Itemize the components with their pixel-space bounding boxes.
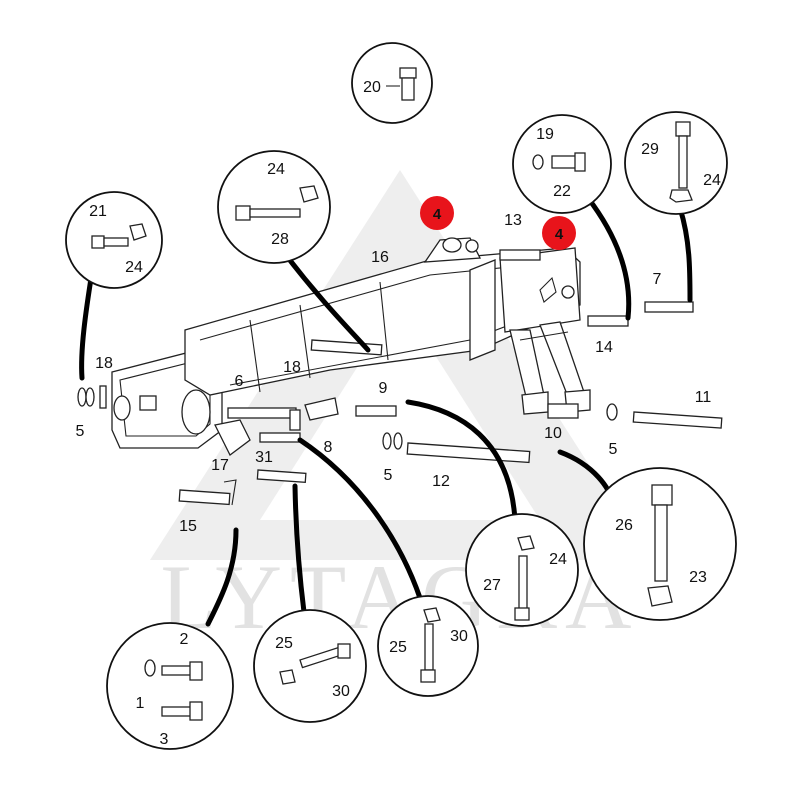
label-17: 17: [211, 457, 229, 474]
label-12: 12: [432, 473, 450, 490]
label-29: 29: [641, 141, 659, 158]
label-18-b: 18: [283, 359, 301, 376]
label-11: 11: [695, 389, 712, 406]
callout-24-27: 24 27: [465, 513, 579, 627]
callout-25-30-b: 25 30: [377, 595, 479, 697]
label-20: 20: [363, 79, 381, 96]
label-8: 8: [324, 439, 333, 456]
part-labels: 16 13 7 14 18 5 6 18 9 11 10 5 8 5 31 17…: [76, 212, 712, 535]
label-30-a: 30: [332, 683, 350, 700]
label-1: 1: [136, 695, 145, 712]
label-5-a: 5: [76, 423, 85, 440]
label-5-b: 5: [609, 441, 618, 458]
label-24-c: 24: [549, 551, 567, 568]
label-23: 23: [689, 569, 707, 586]
label-3: 3: [160, 731, 169, 748]
label-27: 27: [483, 577, 501, 594]
loader-frame: [111, 237, 591, 456]
label-24-top: 24: [703, 172, 721, 189]
label-25-b: 25: [389, 639, 407, 656]
label-22: 22: [553, 183, 571, 200]
label-9: 9: [379, 380, 388, 397]
label-19: 19: [536, 126, 554, 143]
label-31: 31: [255, 449, 273, 466]
label-21: 21: [89, 203, 107, 220]
label-18-a: 18: [95, 355, 113, 372]
callout-25-30-a: 25 30: [253, 609, 367, 723]
label-7: 7: [653, 271, 662, 288]
label-16: 16: [371, 249, 389, 266]
callout-24-28: 24 28: [217, 150, 331, 264]
hotspot-label-4-left: 4: [433, 206, 442, 223]
label-25-a: 25: [275, 635, 293, 652]
label-2: 2: [180, 631, 189, 648]
callout-26-23: 26 23: [583, 467, 737, 621]
callout-20: 20: [351, 42, 433, 124]
label-14: 14: [595, 339, 613, 356]
pins: [77, 249, 723, 506]
callout-21-24: 21 24: [65, 191, 163, 289]
leader-lines: [79, 195, 693, 627]
label-13: 13: [504, 212, 522, 229]
callout-29-24: 29 24: [624, 111, 728, 215]
hotspot-4-left[interactable]: 4: [420, 196, 454, 230]
label-6: 6: [235, 373, 244, 390]
label-5-c: 5: [384, 467, 393, 484]
label-26: 26: [615, 517, 633, 534]
label-28: 28: [271, 231, 289, 248]
hotspot-label-4-right: 4: [555, 226, 564, 243]
label-10: 10: [544, 425, 562, 442]
label-24-b: 24: [125, 259, 143, 276]
callout-1-2-3: 2 1 3: [106, 622, 234, 750]
hotspot-4-right[interactable]: 4: [542, 216, 576, 250]
label-24-a: 24: [267, 161, 285, 178]
label-30-b: 30: [450, 628, 468, 645]
callout-19-22: 19 22: [512, 114, 612, 214]
label-15: 15: [179, 518, 197, 535]
